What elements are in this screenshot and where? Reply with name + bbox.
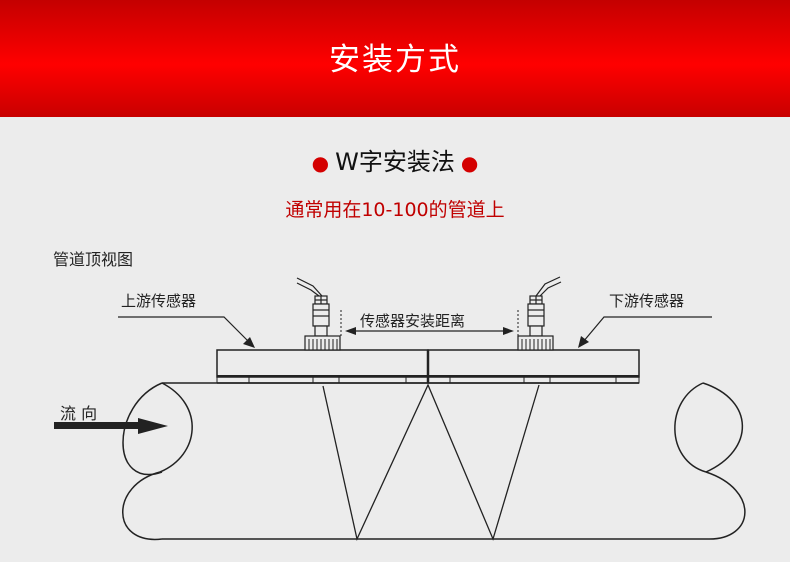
- method-title: ●W字安装法●: [0, 142, 790, 177]
- upstream-label: 上游传感器: [121, 292, 196, 310]
- bullet-icon: ●: [311, 151, 330, 175]
- method-title-text: W字安装法: [335, 148, 455, 176]
- upstream-sensor[interactable]: [296, 277, 341, 351]
- distance-label: 传感器安装距离: [360, 312, 465, 330]
- downstream-label: 下游传感器: [609, 292, 684, 310]
- flow-arrow-icon: [54, 418, 168, 434]
- view-label: 管道顶视图: [53, 250, 134, 269]
- mounting-rail: [216, 349, 640, 384]
- flow-label: 流 向: [60, 404, 97, 423]
- downstream-sensor[interactable]: [517, 276, 562, 351]
- upstream-leader: [118, 316, 255, 348]
- pipe: [122, 382, 746, 541]
- w-signal-path: [322, 383, 540, 542]
- distance-dimension: [340, 310, 519, 336]
- header-banner: 安装方式: [0, 0, 790, 117]
- bullet-icon: ●: [460, 151, 479, 175]
- method-note: 通常用在10-100的管道上: [285, 199, 505, 221]
- page-title: 安装方式: [329, 42, 461, 78]
- downstream-leader: [578, 316, 712, 348]
